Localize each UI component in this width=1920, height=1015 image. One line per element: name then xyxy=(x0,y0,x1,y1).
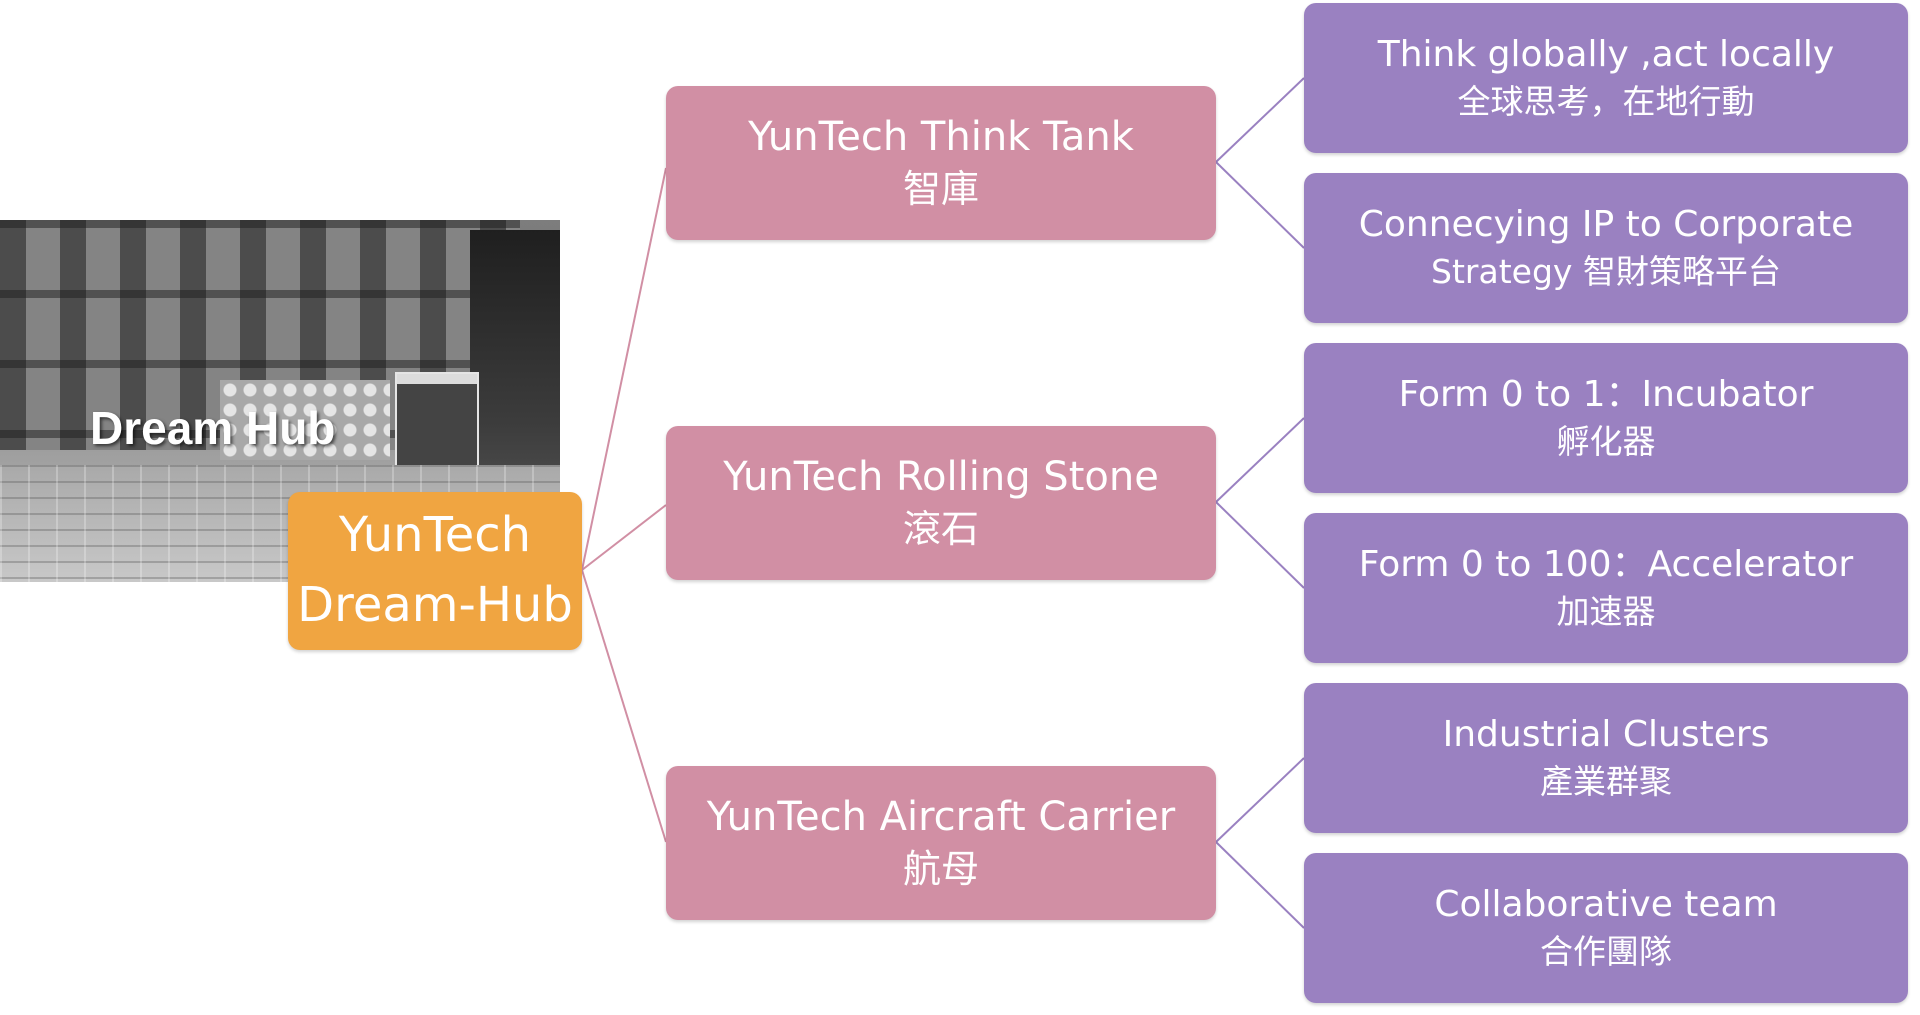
branch-node-think-tank: YunTech Think Tank 智庫 xyxy=(666,86,1216,240)
leaf-line-1: Industrial Clusters xyxy=(1442,714,1770,756)
branch-title: YunTech Rolling Stone xyxy=(723,454,1159,501)
leaf-line-1: Think globally ,act locally xyxy=(1377,34,1835,76)
leaf-line-1: Connecying IP to Corporate xyxy=(1358,204,1854,246)
connector-root-to-rolling-stone xyxy=(581,504,667,571)
leaf-line-1: Collaborative team xyxy=(1434,884,1778,926)
leaf-node-collaborative-team: Collaborative team 合作團隊 xyxy=(1304,853,1908,1003)
leaf-line-2: Strategy 智財策略平台 xyxy=(1431,252,1781,292)
branch-subtitle: 航母 xyxy=(902,847,979,892)
connector-rolling-stone-to-leaf-1 xyxy=(1215,417,1305,503)
photo-building xyxy=(0,220,520,450)
photo-caption: Dream Hub xyxy=(90,402,336,454)
leaf-line-2: 產業群聚 xyxy=(1540,762,1672,802)
connector-rolling-stone-to-leaf-2 xyxy=(1215,501,1305,589)
branch-title: YunTech Think Tank xyxy=(748,114,1134,161)
leaf-line-2: 孵化器 xyxy=(1556,422,1656,462)
branch-node-aircraft-carrier: YunTech Aircraft Carrier 航母 xyxy=(666,766,1216,920)
connector-root-to-think-tank xyxy=(581,167,667,571)
leaf-node-industrial-clusters: Industrial Clusters 產業群聚 xyxy=(1304,683,1908,833)
connector-aircraft-carrier-to-leaf-1 xyxy=(1215,757,1305,843)
connector-think-tank-to-leaf-1 xyxy=(1215,77,1305,163)
leaf-node-incubator: Form 0 to 1：Incubator 孵化器 xyxy=(1304,343,1908,493)
branch-node-rolling-stone: YunTech Rolling Stone 滾石 xyxy=(666,426,1216,580)
connector-root-to-aircraft-carrier xyxy=(581,569,667,843)
root-node-line-2: Dream-Hub xyxy=(297,577,573,633)
root-node-line-1: YunTech xyxy=(338,507,532,564)
leaf-line-1: Form 0 to 1：Incubator xyxy=(1398,374,1814,416)
branch-subtitle: 滾石 xyxy=(902,507,979,552)
leaf-line-1: Form 0 to 100：Accelerator xyxy=(1358,544,1854,586)
photo-entrance xyxy=(395,372,479,471)
leaf-line-2: 合作團隊 xyxy=(1540,932,1672,972)
root-node: YunTech Dream-Hub xyxy=(288,492,582,650)
connector-aircraft-carrier-to-leaf-2 xyxy=(1215,841,1305,929)
branch-title: YunTech Aircraft Carrier xyxy=(706,794,1176,841)
connector-think-tank-to-leaf-2 xyxy=(1215,161,1305,249)
leaf-line-2: 全球思考，在地行動 xyxy=(1457,82,1755,122)
leaf-line-2: 加速器 xyxy=(1556,592,1656,632)
photo-screen-wall xyxy=(220,380,390,460)
leaf-node-ip-strategy: Connecying IP to Corporate Strategy 智財策略… xyxy=(1304,173,1908,323)
leaf-node-accelerator: Form 0 to 100：Accelerator 加速器 xyxy=(1304,513,1908,663)
leaf-node-think-globally: Think globally ,act locally 全球思考，在地行動 xyxy=(1304,3,1908,153)
branch-subtitle: 智庫 xyxy=(902,167,979,212)
